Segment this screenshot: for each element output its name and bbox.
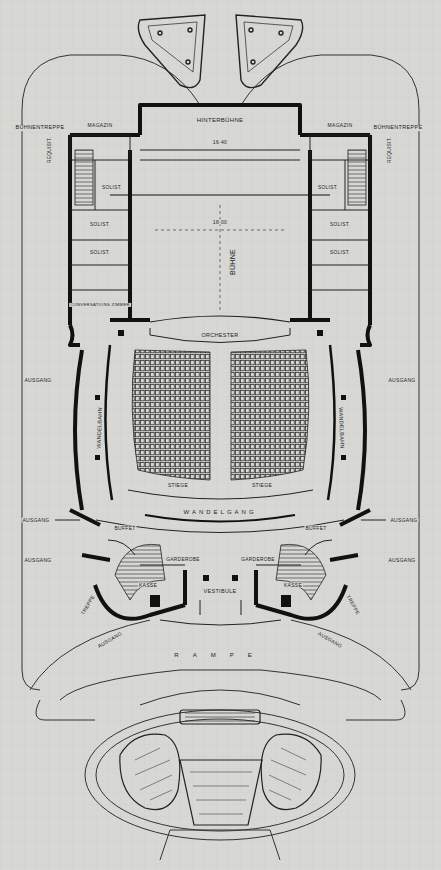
- room-label: HINTERBÜHNE: [196, 117, 245, 123]
- room-label: BÜHNENTREPPE: [373, 125, 424, 131]
- room-label: SOLIST.: [89, 251, 111, 256]
- room-label: GARDEROBE: [165, 558, 200, 563]
- building-wall: [70, 105, 370, 619]
- room-label: GARDEROBE: [240, 558, 275, 563]
- room-label: AUSGANG: [23, 378, 52, 383]
- room-label: SOLIST.: [329, 223, 351, 228]
- seating-block: [128, 350, 313, 499]
- site-outline: [22, 55, 419, 860]
- room-label: CONVERSATIONS ZIMMER: [69, 303, 131, 307]
- column: [95, 330, 346, 607]
- room-label: AUSGANG: [389, 518, 418, 523]
- room-label: SOLIST.: [329, 251, 351, 256]
- room-label: REQUISIT.: [388, 136, 393, 164]
- room-label: KASSE: [138, 583, 158, 588]
- room-label: 16·40: [212, 140, 228, 145]
- room-label: AUSGANG: [387, 558, 416, 563]
- room-label: 18·00: [212, 220, 228, 225]
- planter: [138, 15, 302, 88]
- room-label: MAGAZIN: [327, 123, 354, 128]
- room-label: BUFFET: [113, 526, 136, 531]
- room-label: ORCHESTER: [200, 333, 239, 339]
- room-label: VESTIBULE: [203, 589, 238, 595]
- room-label: WANDELBAHN: [337, 406, 344, 450]
- room-label: SOLIST.: [89, 223, 111, 228]
- room-label: STIEGE: [251, 483, 273, 488]
- room-label: REQUISIT.: [48, 136, 53, 164]
- room-label: RAMPE: [173, 652, 266, 658]
- planter: [120, 710, 321, 825]
- room-label: SOLIST.: [101, 186, 123, 191]
- room-label: AUSGANG: [387, 378, 416, 383]
- room-partition: [55, 135, 386, 625]
- room-label: AUSGANG: [23, 558, 52, 563]
- room-label: WANDELGANG: [182, 509, 257, 515]
- room-label: KASSE: [283, 583, 303, 588]
- room-label: STIEGE: [167, 483, 189, 488]
- room-label: BUFFET: [304, 526, 327, 531]
- room-label: BÜHNENTREPPE: [15, 125, 66, 131]
- room-label: SOLIST.: [317, 186, 339, 191]
- room-label: BÜHNE: [229, 248, 236, 276]
- room-label: MAGAZIN: [87, 123, 114, 128]
- room-label: AUSGANG: [21, 518, 50, 523]
- staircase: [75, 150, 366, 600]
